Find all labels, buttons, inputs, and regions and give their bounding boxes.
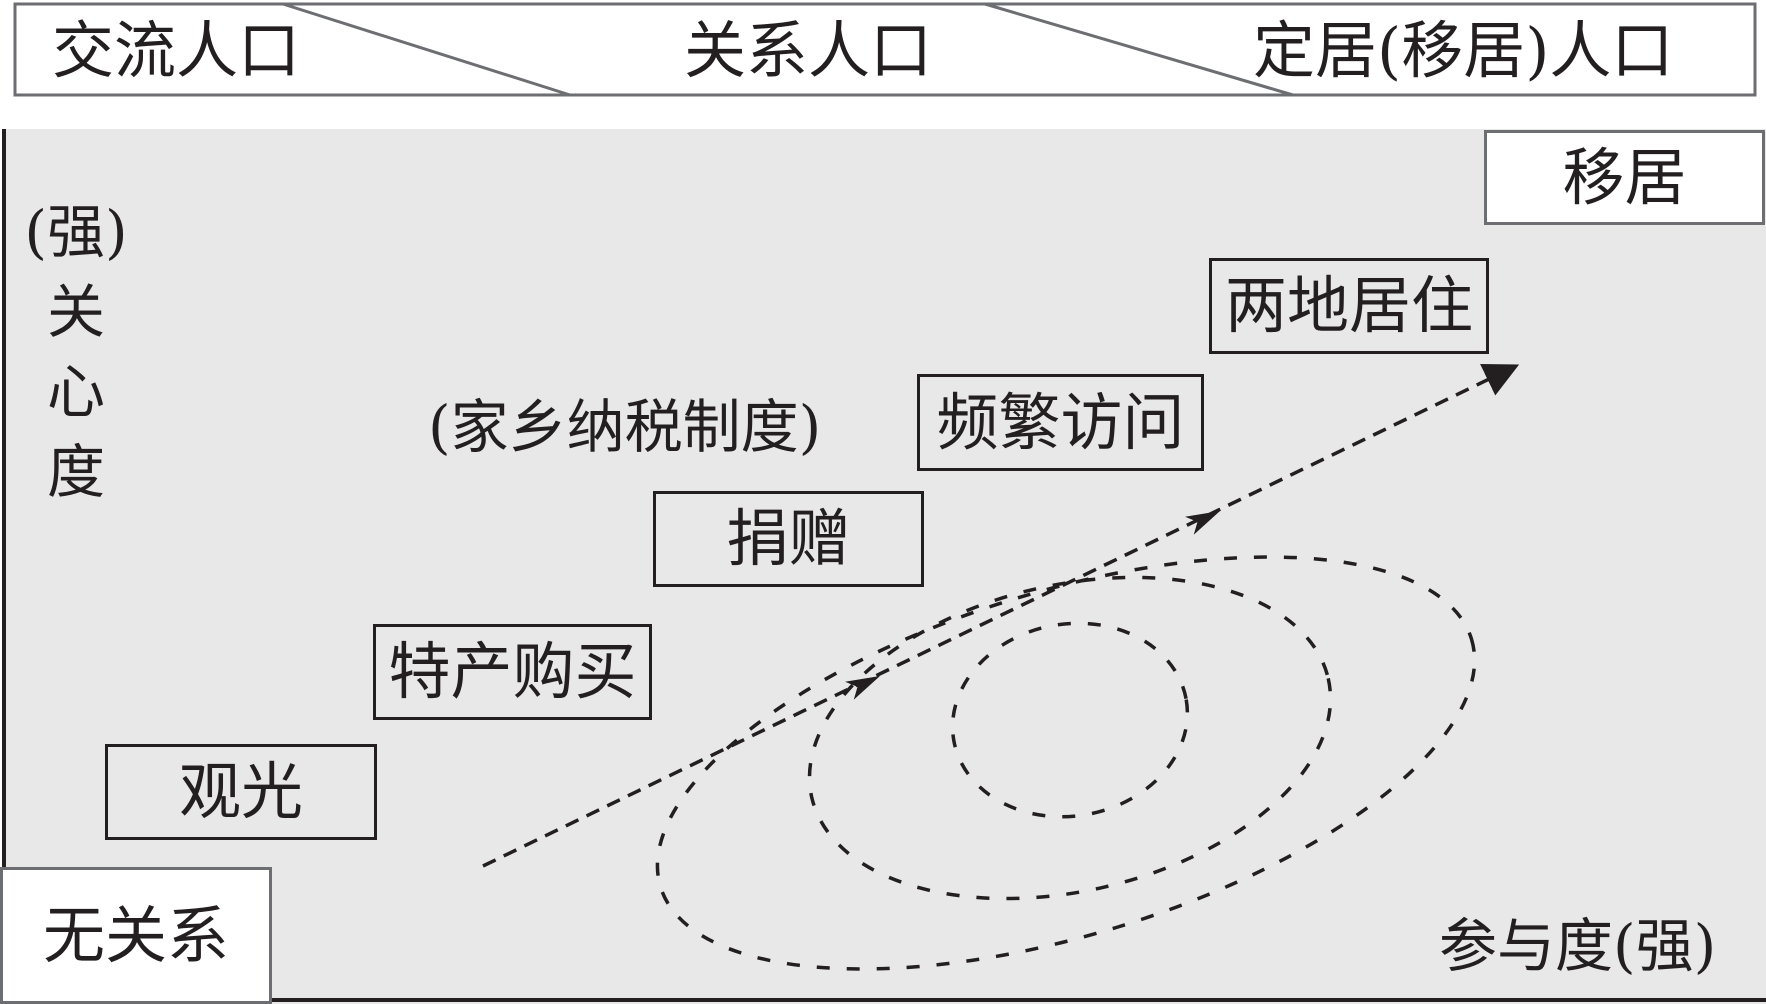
header-divider-left xyxy=(282,2,571,97)
header-banner xyxy=(13,2,1757,97)
migration-box: 移居 xyxy=(1484,130,1765,225)
stage-label-exchange: 交流人口 xyxy=(52,14,301,87)
y-axis-label-part: 心 xyxy=(46,358,105,427)
step-box-dual-residence: 两地居住 xyxy=(1209,258,1489,354)
arrow-line xyxy=(482,363,1520,868)
step-box-frequent-visits: 频繁访问 xyxy=(917,374,1204,471)
arrow-chevron-1 xyxy=(845,676,880,700)
stage-label-relation: 关系人口 xyxy=(684,14,933,87)
dotted-loop-icon xyxy=(655,555,1477,971)
y-axis-label-part: 度 xyxy=(46,438,105,507)
arrow-chevron-2 xyxy=(1185,511,1220,535)
y-axis-label-part: (强) xyxy=(24,198,128,266)
loop-outer xyxy=(655,555,1477,971)
hometown-tax-note: (家乡纳税制度) xyxy=(428,393,822,461)
dashed-arrow-icon xyxy=(482,363,1520,868)
loop-middle xyxy=(807,575,1333,901)
loop-inner xyxy=(950,621,1190,819)
step-box-local-products: 特产购买 xyxy=(373,624,652,720)
y-axis-label-part: 关 xyxy=(46,278,105,347)
step-box-donation: 捐赠 xyxy=(653,491,924,587)
step-box-sightseeing: 观光 xyxy=(105,744,377,840)
stage-label-settled: 定居(移居)人口 xyxy=(1253,14,1674,87)
header-divider-right xyxy=(984,2,1294,97)
y-axis-label: (强) 关 心 度 xyxy=(18,192,134,512)
no-relation-box: 无关系 xyxy=(0,867,272,1004)
x-axis-label: 参与度(强) xyxy=(1439,912,1717,980)
